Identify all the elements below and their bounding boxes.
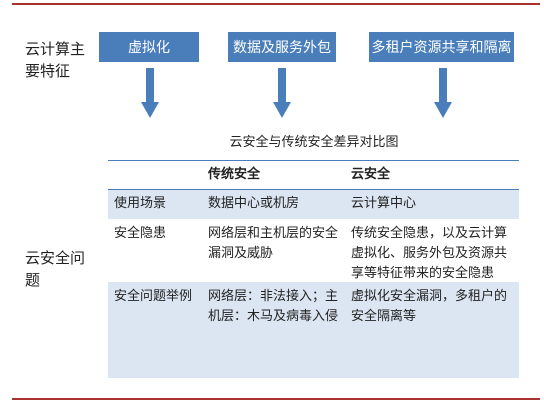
cell-cloud: 传统安全隐患，以及云计算虚拟化、服务外包及资源共享等特征带来的安全隐患 [345, 220, 519, 283]
cell-cloud: 虚拟化安全漏洞，多租户的安全隔离等 [345, 283, 519, 378]
feature-virtualization: 虚拟化 [99, 32, 199, 62]
comparison-table: 传统安全 云安全 使用场景 数据中心或机房 云计算中心 安全隐患 网络层和主机层… [108, 160, 519, 378]
header-empty [108, 160, 202, 190]
bottom-rule [12, 398, 540, 400]
down-arrow-icon [141, 68, 159, 118]
issues-label: 云安全问题 [25, 249, 86, 289]
table-caption: 云安全与传统安全差异对比图 [229, 135, 399, 150]
cell-cloud: 云计算中心 [345, 190, 519, 220]
header-cloud: 云安全 [345, 160, 519, 190]
row-label: 安全问题举例 [108, 283, 202, 378]
header-traditional: 传统安全 [202, 160, 345, 190]
top-rule [12, 3, 540, 5]
cell-traditional: 数据中心或机房 [202, 190, 345, 220]
down-arrow-icon [273, 68, 291, 118]
features-label: 云计算主要特征 [25, 40, 86, 80]
row-label: 安全隐患 [108, 220, 202, 283]
cell-traditional: 网络层：非法接入；主机层：木马及病毒入侵 [202, 283, 345, 378]
cell-traditional: 网络层和主机层的安全漏洞及威胁 [202, 220, 345, 283]
row-label: 使用场景 [108, 190, 202, 220]
feature-outsourcing: 数据及服务外包 [228, 32, 336, 62]
feature-multitenancy: 多租户资源共享和隔离 [369, 32, 514, 62]
down-arrow-icon [434, 68, 452, 118]
